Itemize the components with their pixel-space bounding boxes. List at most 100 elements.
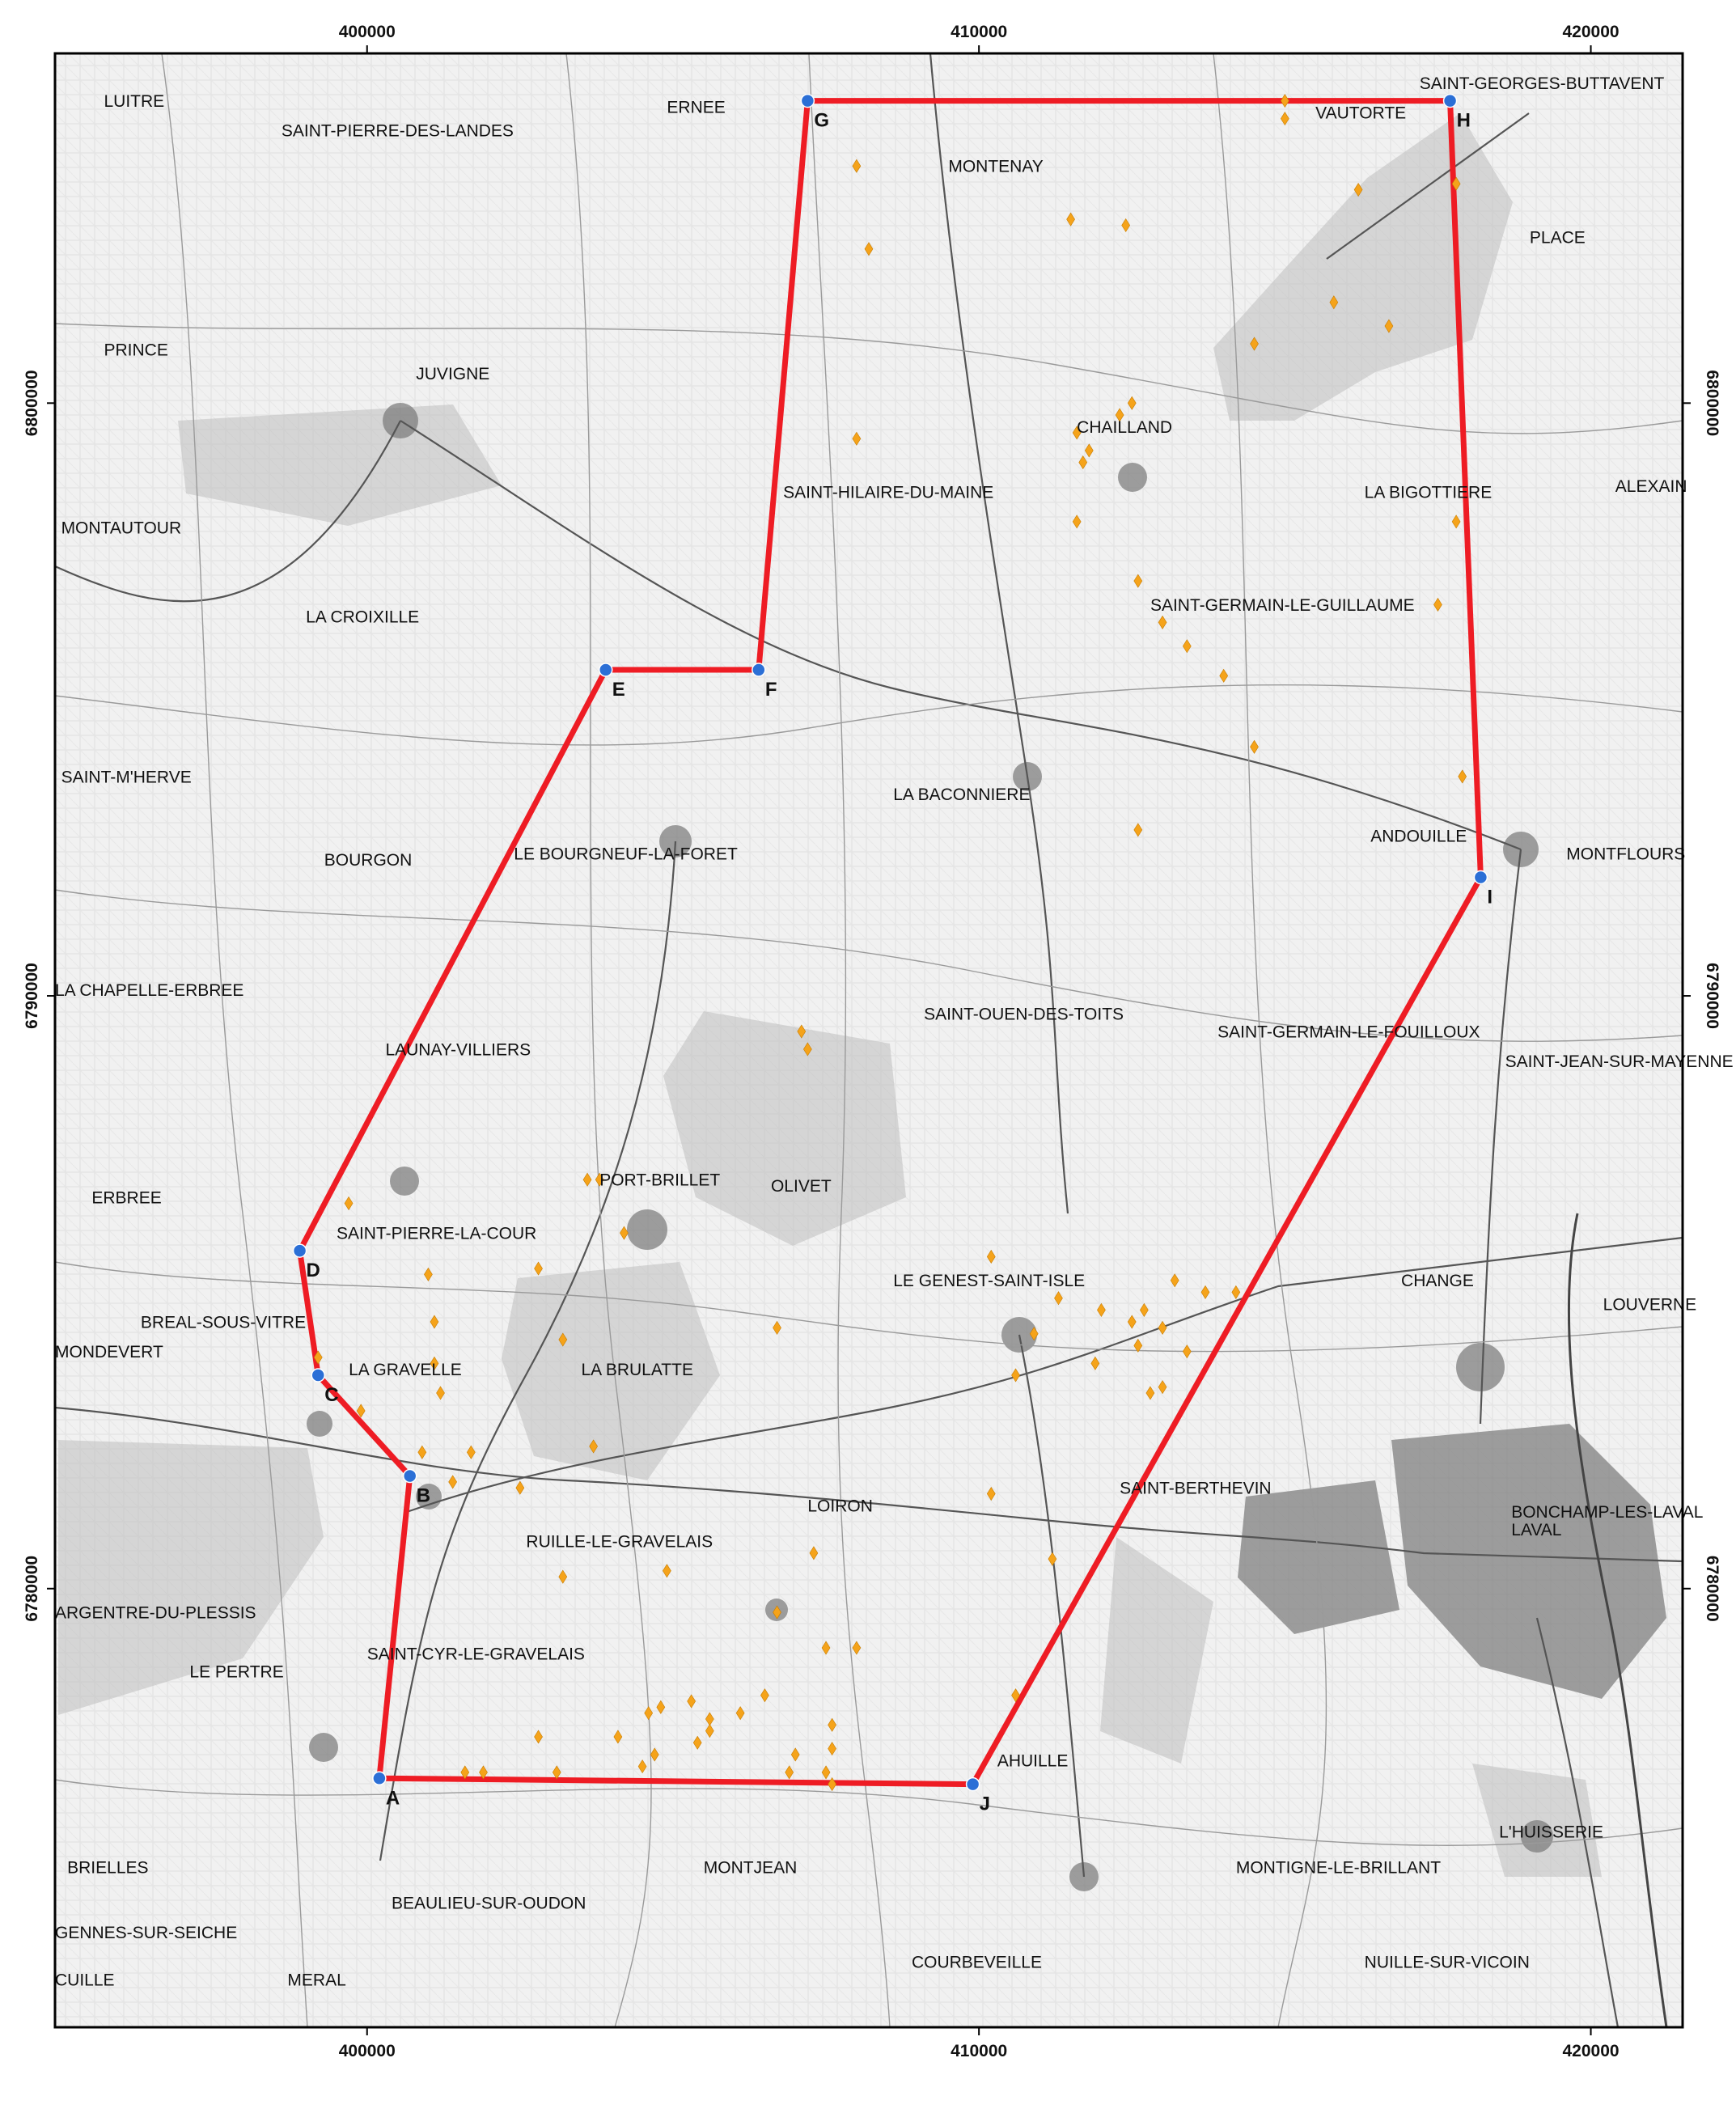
place-label: JUVIGNE (416, 365, 489, 383)
site-marker (1072, 514, 1082, 529)
place-label: ANDOUILLE (1370, 828, 1467, 846)
site-marker (852, 431, 862, 446)
vertex-f-label: F (765, 679, 777, 701)
site-marker (828, 1717, 836, 1732)
y-tick-label-left: 6800000 (23, 370, 41, 436)
site-marker (1280, 94, 1289, 108)
site-marker (986, 1486, 996, 1501)
site-marker (644, 1706, 654, 1721)
place-label: SAINT-HILAIRE-DU-MAINE (783, 484, 993, 502)
x-tick-label-top: 400000 (339, 23, 396, 41)
site-marker (424, 1267, 433, 1281)
site-marker (1078, 455, 1088, 470)
site-marker (1133, 1338, 1143, 1353)
site-marker (582, 1172, 592, 1187)
place-label: SAINT-JEAN-SUR-MAYENNE (1505, 1052, 1734, 1071)
vertex-b-label: B (417, 1485, 430, 1507)
site-marker (705, 1724, 714, 1738)
site-marker (852, 159, 862, 173)
vertex-j-label: J (980, 1793, 990, 1815)
site-marker (637, 1759, 647, 1774)
place-label: SAINT-PIERRE-DES-LANDES (282, 122, 514, 141)
road-network (54, 53, 1683, 2028)
place-label: SAINT-M'HERVE (61, 768, 192, 786)
site-marker (1121, 218, 1131, 233)
site-marker (1182, 1344, 1192, 1359)
place-label: LE GENEST-SAINT-ISLE (893, 1272, 1085, 1290)
site-marker (1353, 182, 1363, 197)
site-marker (466, 1445, 476, 1459)
vertex-d-marker (292, 1243, 307, 1258)
place-labels-layer: LUITRESAINT-PIERRE-DES-LANDESERNEEMONTEN… (55, 74, 1734, 1990)
site-marker (1084, 443, 1094, 458)
site-marker (430, 1356, 439, 1370)
place-label: MONTAUTOUR (61, 519, 182, 538)
place-label: PRINCE (104, 341, 168, 360)
site-marker (534, 1261, 543, 1276)
place-label: CHANGE (1401, 1272, 1474, 1290)
site-marker (1329, 295, 1339, 310)
vertex-b-marker (402, 1468, 417, 1484)
place-label: OLIVET (771, 1177, 832, 1196)
site-marker (1451, 514, 1461, 529)
site-marker (589, 1439, 598, 1454)
y-tick-label-right: 6800000 (1703, 370, 1721, 436)
site-marker (785, 1765, 794, 1780)
place-label: LOUVERNE (1603, 1295, 1697, 1314)
place-label: ALEXAIN (1615, 477, 1687, 496)
place-label: MERAL (287, 1971, 345, 1990)
vertex-c-label: C (324, 1384, 338, 1406)
site-marker (1158, 1320, 1167, 1335)
y-tick-label-left: 6780000 (23, 1556, 41, 1622)
site-marker (852, 1641, 862, 1655)
place-label: MONTFLOURS (1566, 845, 1685, 864)
site-marker (479, 1765, 488, 1780)
y-tick-label-right: 6780000 (1703, 1556, 1721, 1622)
site-marker (1280, 112, 1289, 126)
place-label: COURBEVEILLE (912, 1954, 1042, 1972)
place-label: SAINT-BERTHEVIN (1120, 1480, 1271, 1498)
place-label: AHUILLE (997, 1752, 1069, 1771)
sites-layer (313, 94, 1467, 1792)
site-marker (430, 1315, 439, 1329)
site-marker (417, 1445, 427, 1459)
site-marker (1250, 337, 1259, 351)
vertex-j-marker (965, 1776, 980, 1792)
site-marker (828, 1742, 836, 1756)
site-marker (692, 1735, 702, 1750)
place-label: LA GRAVELLE (349, 1361, 462, 1379)
site-marker (1250, 739, 1259, 754)
site-marker (436, 1386, 445, 1400)
vertex-c-marker (311, 1368, 325, 1383)
place-label: SAINT-CYR-LE-GRAVELAIS (367, 1645, 585, 1664)
vertex-i-label: I (1487, 886, 1493, 908)
place-label: SAINT-GERMAIN-LE-FOUILLOUX (1217, 1023, 1480, 1041)
site-marker (797, 1024, 807, 1039)
site-marker (1048, 1552, 1057, 1566)
river-mayenne (1567, 1213, 1668, 2028)
site-marker (986, 1249, 996, 1264)
coordinate-ticks: 4000004000004100004100004200004200006800… (23, 23, 1721, 2060)
site-marker (1029, 1327, 1039, 1341)
site-marker (1127, 396, 1137, 410)
site-marker (735, 1706, 745, 1721)
place-label: PORT-BRILLET (599, 1171, 720, 1190)
place-label: LAUNAY-VILLIERS (385, 1040, 531, 1059)
place-label: LA BACONNIERE (893, 785, 1030, 804)
site-marker (460, 1765, 470, 1780)
site-marker (1158, 1380, 1167, 1395)
place-label: SAINT-OUEN-DES-TOITS (924, 1005, 1124, 1023)
site-marker (1072, 426, 1082, 440)
place-label: LE BOURGNEUF-LA-FORET (514, 845, 738, 864)
place-label: ARGENTRE-DU-PLESSIS (55, 1603, 256, 1622)
place-label: SAINT-GERMAIN-LE-GUILLAUME (1150, 596, 1415, 615)
place-label: LAVAL (1511, 1521, 1561, 1539)
site-marker (613, 1730, 623, 1744)
place-label: LA CROIXILLE (306, 608, 419, 626)
vertex-e-marker (599, 663, 613, 677)
site-marker (1451, 176, 1461, 191)
site-marker (1140, 1302, 1149, 1317)
site-marker (1433, 597, 1442, 612)
site-marker (773, 1320, 781, 1335)
place-label: PLACE (1530, 228, 1586, 247)
